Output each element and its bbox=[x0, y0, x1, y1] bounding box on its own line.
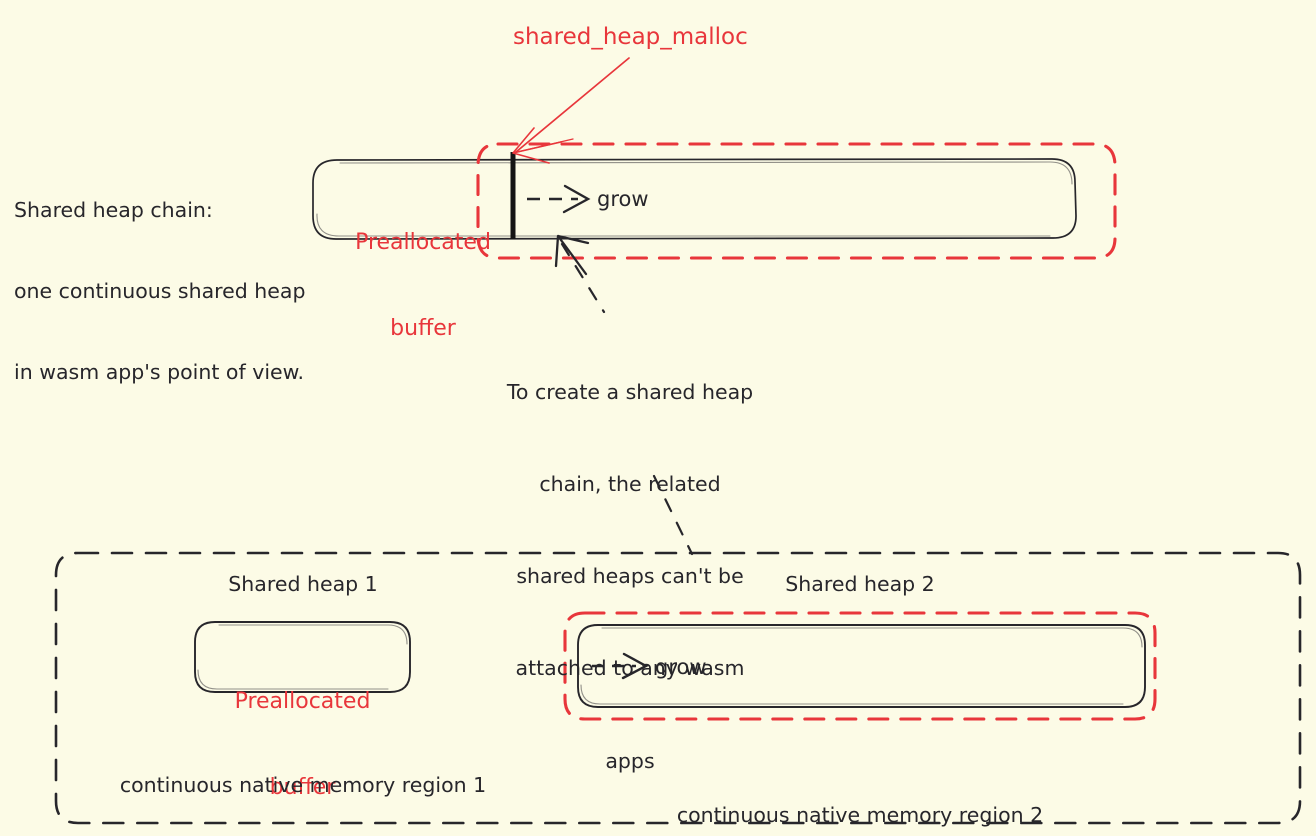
heap1-box-label: Preallocated buffer bbox=[195, 631, 410, 836]
left-caption-line-2: one continuous shared heap bbox=[14, 279, 306, 304]
main-bar-preallocated-line-2: buffer bbox=[390, 315, 456, 341]
top-red-dashed-region bbox=[476, 142, 1117, 260]
middle-annotation-leader bbox=[554, 234, 606, 314]
main-bar-grow-label: grow bbox=[597, 187, 649, 211]
heap1-title: Shared heap 1 bbox=[228, 572, 378, 596]
middle-annotation-line-2: chain, the related bbox=[539, 471, 721, 496]
left-caption: Shared heap chain: one continuous shared… bbox=[14, 143, 324, 441]
heap2-title: Shared heap 2 bbox=[785, 572, 935, 596]
heap1-caption: continuous native memory region 1 (from … bbox=[103, 712, 503, 836]
grow-arrow-top bbox=[527, 184, 591, 214]
left-caption-line-1: Shared heap chain: bbox=[14, 198, 213, 223]
heap2-caption: continuous native memory region 2 (WAMR … bbox=[660, 742, 1060, 836]
middle-annotation-line-4: attached to any wasm bbox=[515, 656, 745, 681]
heap2-caption-line-1: continuous native memory region 2 bbox=[676, 803, 1044, 828]
heap2-grow-label: grow bbox=[655, 655, 707, 679]
shared-heap-malloc-pointer bbox=[512, 57, 630, 164]
main-bar-preallocated-label: Preallocated buffer bbox=[333, 172, 513, 401]
main-bar-preallocated-line-1: Preallocated bbox=[355, 230, 491, 256]
middle-annotation-line-1: To create a shared heap bbox=[506, 379, 754, 404]
middle-annotation-line-3: shared heaps can't be bbox=[516, 564, 744, 588]
middle-annotation: To create a shared heap chain, the relat… bbox=[480, 315, 780, 836]
middle-annotation-line-5: apps bbox=[605, 748, 655, 773]
left-caption-line-3: in wasm app's point of view. bbox=[14, 360, 305, 385]
heap1-box-label-line-2: buffer bbox=[269, 774, 336, 800]
heap1-caption-line-1: continuous native memory region 1 bbox=[119, 773, 487, 798]
heap1-box-label-line-1: Preallocated bbox=[234, 689, 371, 715]
shared-heap-malloc-label: shared_heap_malloc bbox=[513, 24, 748, 50]
